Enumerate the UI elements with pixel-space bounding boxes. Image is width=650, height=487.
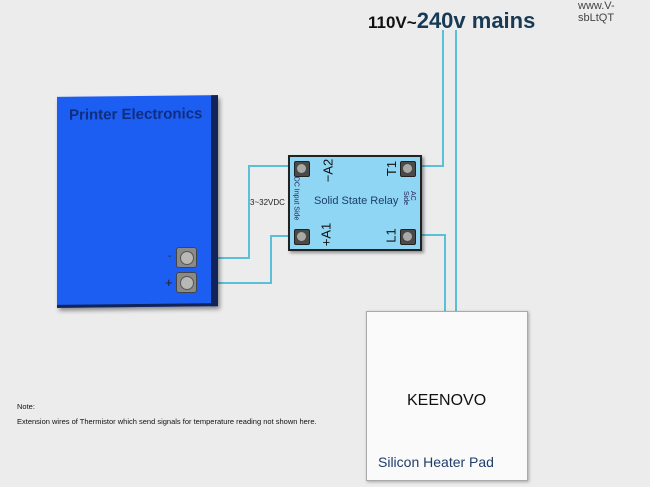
silicon-heater-pad: KEENOVO Silicon Heater Pad bbox=[366, 311, 528, 481]
wire-mains-t1 bbox=[418, 30, 444, 167]
relay-terminal-l1 bbox=[400, 229, 416, 245]
pin-label-t1: T1 bbox=[384, 160, 400, 177]
pin-sign-a2: − bbox=[320, 174, 336, 183]
ac-side-label: AC Side bbox=[402, 191, 416, 206]
terminal-label-negative: - bbox=[168, 251, 172, 262]
relay-terminal-a2 bbox=[294, 161, 310, 177]
mains-prefix: 110V~ bbox=[368, 13, 417, 32]
dc-side-label: DC Input Side bbox=[292, 176, 300, 221]
wire-l1-heater bbox=[418, 234, 446, 312]
relay-terminal-a1 bbox=[294, 229, 310, 245]
wire-positive bbox=[200, 235, 290, 284]
pin-label-a1: +A1 bbox=[318, 223, 333, 247]
note-title: Note: bbox=[17, 402, 35, 411]
pin-label-l1: L1 bbox=[383, 228, 399, 243]
relay-terminal-t1 bbox=[400, 161, 416, 177]
wire-negative bbox=[200, 165, 290, 259]
solid-state-relay: −A2 +A1 T1 L1 DC Input Side AC Side Soli… bbox=[288, 155, 422, 251]
mains-label: 110V~240v mains bbox=[368, 8, 535, 34]
relay-title: Solid State Relay bbox=[314, 195, 399, 207]
heater-label: Silicon Heater Pad bbox=[378, 454, 494, 470]
mains-main: 240v mains bbox=[416, 8, 536, 33]
printer-terminal-negative bbox=[176, 247, 197, 268]
pin-text-a2: A2 bbox=[320, 158, 336, 175]
terminal-label-positive: + bbox=[165, 275, 173, 290]
heater-brand: KEENOVO bbox=[407, 392, 487, 409]
pin-text-a1: A1 bbox=[318, 222, 334, 239]
note-text: Extension wires of Thermistor which send… bbox=[17, 417, 317, 426]
pin-sign-a1: + bbox=[318, 238, 334, 247]
printer-terminal-positive bbox=[176, 272, 197, 293]
watermark: www.V-sbLtQT bbox=[578, 0, 615, 24]
dc-voltage-label: 3~32VDC bbox=[250, 198, 285, 207]
printer-title: Printer Electronics bbox=[69, 105, 203, 124]
pin-label-a2: −A2 bbox=[320, 159, 335, 183]
